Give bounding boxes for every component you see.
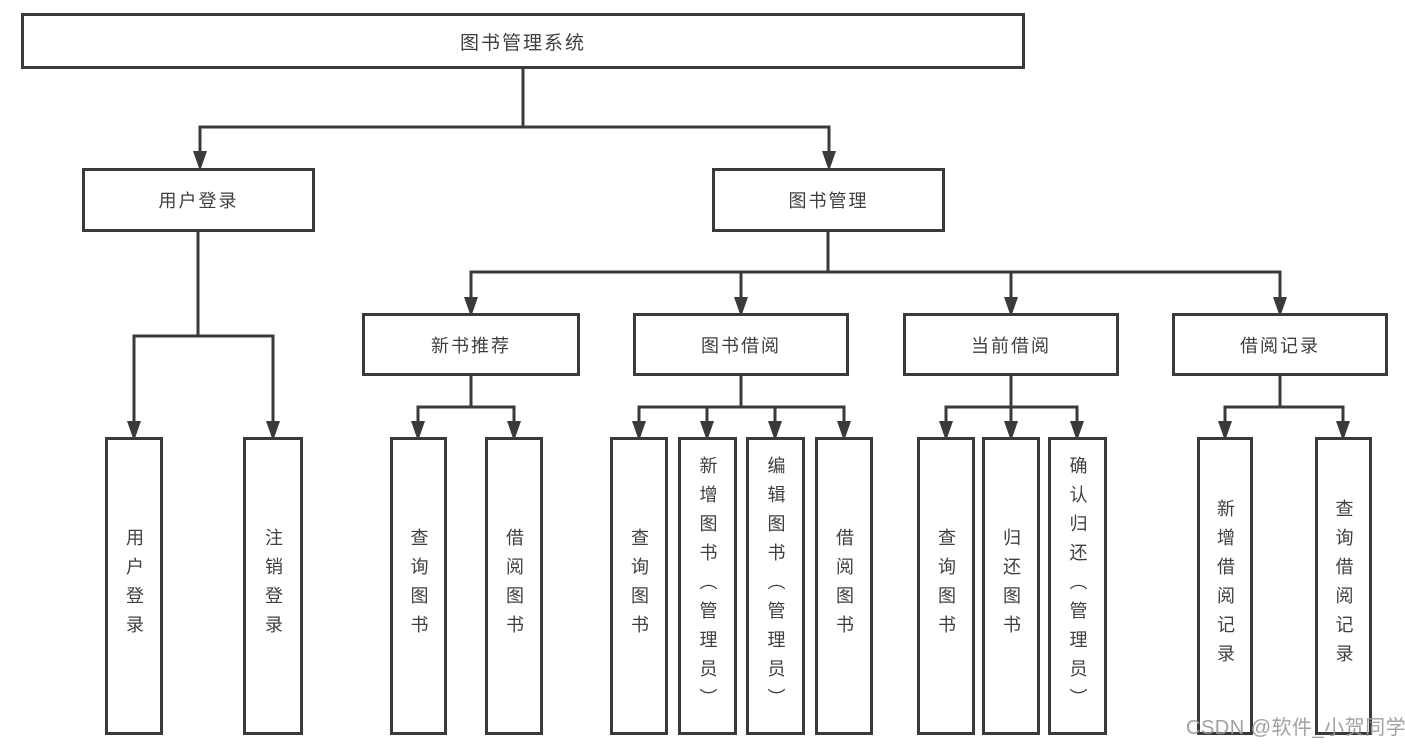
arrowhead: [1004, 421, 1018, 441]
connector-new-book-children: [416, 374, 516, 427]
node-book-borrow: 图书借阅: [633, 313, 849, 376]
node-new-book-recommend: 新书推荐: [362, 313, 580, 376]
leaf-borrow-query-book: 查询图书: [610, 437, 668, 735]
leaf-current-confirm-return-admin: 确认归还（管理员）: [1048, 437, 1107, 735]
leaf-records-add-record: 新增借阅记录: [1197, 437, 1253, 735]
node-borrow-records: 借阅记录: [1172, 313, 1388, 376]
leaf-current-return-book: 归还图书: [982, 437, 1040, 735]
arrowhead: [632, 421, 646, 441]
leaf-borrow-edit-book-admin: 编辑图书（管理员）: [746, 437, 805, 735]
leaf-records-query-record: 查询借阅记录: [1315, 437, 1372, 735]
arrowhead: [127, 421, 141, 441]
leaf-borrow-borrow-book: 借阅图书: [815, 437, 873, 735]
arrowhead: [734, 297, 748, 317]
arrowhead: [939, 421, 953, 441]
arrowhead: [1273, 297, 1287, 317]
connector-borrow-records-children: [1223, 374, 1345, 427]
leaf-recommend-borrow-book: 借阅图书: [485, 437, 543, 735]
leaf-recommend-query-book: 查询图书: [390, 437, 447, 735]
arrowhead: [507, 421, 521, 441]
arrowhead: [464, 297, 478, 317]
connector-book-mgmt-children: [469, 230, 1282, 303]
arrowheads: [127, 151, 1350, 441]
arrowhead: [266, 421, 280, 441]
connector-current-borrow-children: [944, 374, 1079, 427]
node-library-management-system: 图书管理系统: [21, 13, 1025, 69]
leaf-borrow-add-book-admin: 新增图书（管理员）: [678, 437, 737, 735]
arrowhead: [1218, 421, 1232, 441]
arrowhead: [1004, 297, 1018, 317]
arrowhead: [768, 421, 782, 441]
connector-book-borrow-children: [637, 374, 846, 427]
connector-root-to-level2: [198, 67, 831, 157]
arrowhead: [1336, 421, 1350, 441]
node-current-borrow: 当前借阅: [903, 313, 1119, 376]
arrowhead: [1070, 421, 1084, 441]
arrowhead: [193, 151, 207, 171]
node-book-management: 图书管理: [712, 168, 945, 232]
arrowhead: [700, 421, 714, 441]
leaf-current-query-book: 查询图书: [917, 437, 975, 735]
arrowhead: [837, 421, 851, 441]
node-user-login: 用户登录: [82, 168, 315, 232]
arrowhead: [822, 151, 836, 171]
leaf-logout: 注销登录: [243, 437, 303, 735]
watermark-text: CSDN @软件_小贺同学: [1186, 717, 1405, 739]
arrowhead: [411, 421, 425, 441]
leaf-user-login: 用户登录: [105, 437, 163, 735]
connector-user-login-children: [132, 230, 275, 427]
